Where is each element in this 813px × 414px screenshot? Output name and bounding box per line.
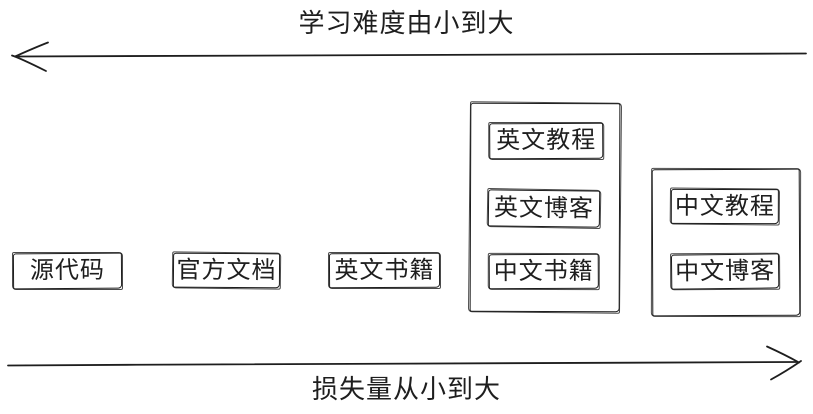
node-official-docs: 官方文档 xyxy=(172,252,281,289)
node-english-blogs: 英文博客 xyxy=(487,189,601,228)
node-english-tutorials: 英文教程 xyxy=(489,122,604,160)
node-chinese-blogs: 中文博客 xyxy=(670,253,780,290)
node-source-code: 源代码 xyxy=(12,252,123,290)
node-english-books-label: 英文书籍 xyxy=(334,256,435,284)
node-chinese-tutorials-label: 中文教程 xyxy=(674,192,775,220)
node-english-books: 英文书籍 xyxy=(328,252,441,289)
group-box-chinese-web: 中文教程 中文博客 xyxy=(651,168,801,317)
node-chinese-tutorials: 中文教程 xyxy=(670,188,779,225)
arrow-left-icon xyxy=(11,41,807,72)
node-english-tutorials-label: 英文教程 xyxy=(496,126,597,155)
group-box-english-web: 英文教程 英文博客 中文书籍 xyxy=(469,102,621,313)
node-english-blogs-label: 英文博客 xyxy=(493,193,595,223)
node-official-docs-label: 官方文档 xyxy=(176,256,277,284)
loss-axis-label: 损失量从小到大 xyxy=(311,374,501,404)
difficulty-axis-label: 学习难度由小到大 xyxy=(298,8,515,38)
node-source-code-label: 源代码 xyxy=(29,256,106,285)
node-chinese-blogs-label: 中文博客 xyxy=(674,256,776,286)
node-chinese-books-label: 中文书籍 xyxy=(493,257,594,285)
node-chinese-books: 中文书籍 xyxy=(488,253,599,290)
